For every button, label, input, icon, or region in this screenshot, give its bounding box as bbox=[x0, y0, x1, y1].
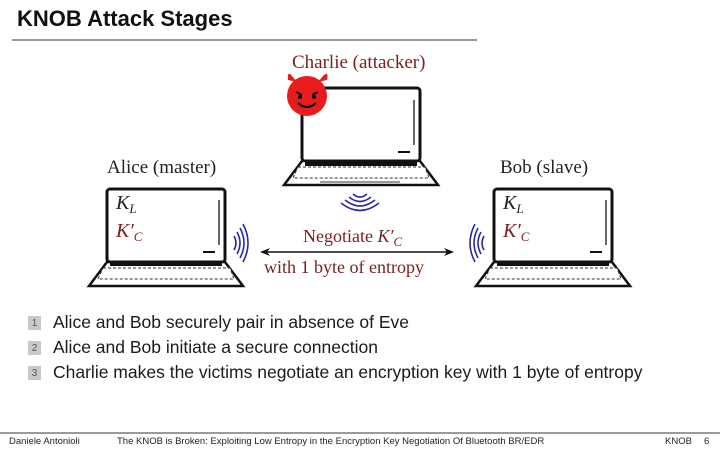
charlie-label: Charlie (attacker) bbox=[292, 52, 426, 73]
bob-signal-icon bbox=[469, 223, 485, 263]
stage-item: 2 Alice and Bob initiate a secure connec… bbox=[28, 335, 642, 360]
alice-signal-icon bbox=[233, 223, 249, 263]
slide-title: KNOB Attack Stages bbox=[17, 6, 233, 31]
stage-text: Alice and Bob initiate a secure connecti… bbox=[53, 337, 378, 357]
stage-text: Charlie makes the victims negotiate an e… bbox=[53, 362, 643, 382]
bob-keys: KL K′C bbox=[503, 192, 529, 248]
entropy-label: with 1 byte of entropy bbox=[264, 257, 424, 277]
stage-number-badge: 1 bbox=[28, 315, 41, 330]
devil-face-icon bbox=[287, 73, 328, 116]
bob-label: Bob (slave) bbox=[500, 157, 589, 178]
footer-talk-title: The KNOB is Broken: Exploiting Low Entro… bbox=[117, 436, 545, 447]
stages-list: 1 Alice and Bob securely pair in absence… bbox=[28, 310, 642, 385]
alice-link-key: KL bbox=[116, 192, 137, 216]
title-divider bbox=[12, 39, 477, 41]
stage-item: 1 Alice and Bob securely pair in absence… bbox=[28, 310, 642, 335]
alice-laptop-icon bbox=[86, 187, 246, 288]
stage-item: 3 Charlie makes the victims negotiate an… bbox=[28, 360, 642, 385]
alice-label: Alice (master) bbox=[107, 157, 217, 178]
footer-author: Daniele Antonioli bbox=[9, 436, 80, 447]
double-arrow-icon bbox=[260, 248, 454, 256]
alice-encryption-key: K′C bbox=[116, 220, 143, 244]
alice-keys: KL K′C bbox=[116, 192, 142, 248]
bob-encryption-key: K′C bbox=[503, 220, 530, 244]
negotiate-label: Negotiate K′C bbox=[303, 226, 403, 249]
bob-link-key: KL bbox=[503, 192, 524, 216]
stage-number-badge: 3 bbox=[28, 365, 41, 380]
attack-diagram bbox=[86, 73, 633, 288]
footer-divider bbox=[0, 432, 720, 434]
footer-page-number: 6 bbox=[704, 436, 710, 447]
charlie-signal-icon bbox=[340, 193, 380, 212]
stage-text: Alice and Bob securely pair in absence o… bbox=[53, 312, 410, 332]
footer-short-title: KNOB bbox=[665, 436, 692, 447]
charlie-laptop-icon bbox=[281, 86, 441, 187]
stage-number-badge: 2 bbox=[28, 340, 41, 355]
bob-laptop-icon bbox=[473, 187, 633, 288]
